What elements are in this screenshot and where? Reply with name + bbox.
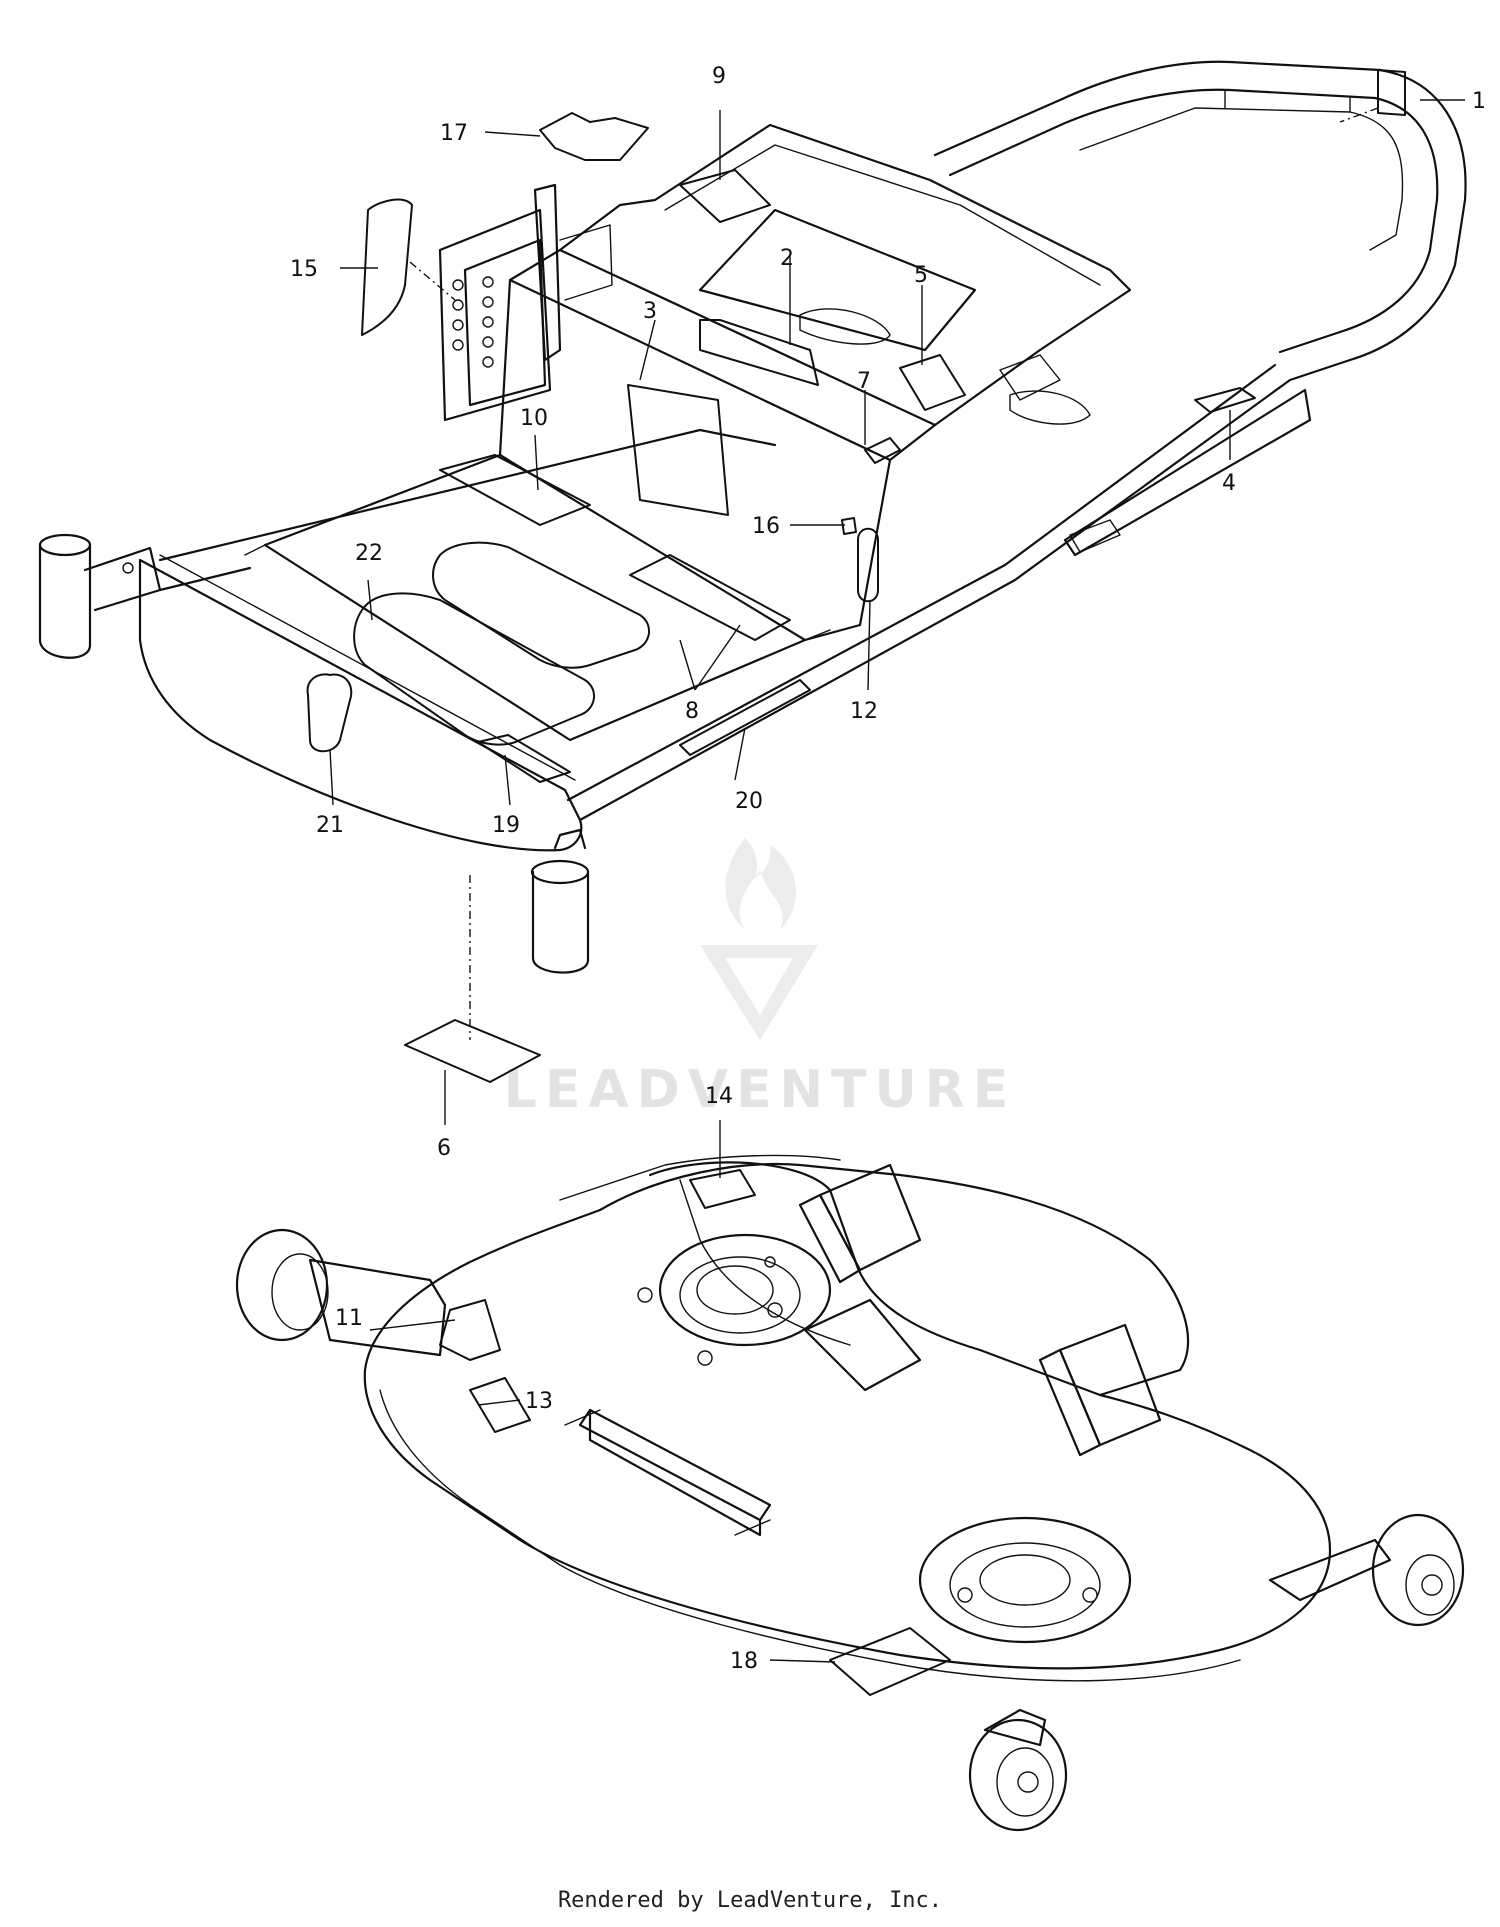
callout-8: 8 [685,699,699,724]
decal-11 [439,1299,501,1361]
decal-21 [306,673,353,753]
decal-20 [679,679,811,756]
frame-assembly [38,60,1467,974]
callout-10: 10 [520,406,548,431]
callout-11: 11 [335,1306,363,1331]
callout-1: 1 [1472,89,1486,114]
decal-12 [857,527,879,603]
callout-7: 7 [857,369,871,394]
decal-17 [539,112,649,161]
decal-3 [627,384,729,516]
decal-4 [1194,387,1256,413]
mower-deck [235,1154,1465,1832]
leader-lines [329,99,1465,1663]
callout-20: 20 [735,789,763,814]
decal-10 [439,454,591,526]
callout-2: 2 [780,246,794,271]
decal-8 [629,554,791,641]
callout-6: 6 [437,1136,451,1161]
decal-22b [432,541,650,669]
frame-decals [306,69,1406,1083]
decal-7 [864,437,901,464]
callout-13: 13 [525,1389,553,1414]
footer-credit: Rendered by LeadVenture, Inc. [557,1888,943,1913]
callout-5: 5 [914,263,928,288]
callout-19: 19 [492,813,520,838]
decal-22 [353,592,595,746]
callout-12: 12 [850,699,878,724]
decal-5 [899,354,966,411]
callout-21: 21 [316,813,344,838]
callout-labels: 1 2 3 4 5 6 7 8 9 10 11 12 13 14 15 16 1… [290,64,1486,1674]
callout-9: 9 [712,64,726,89]
callout-18: 18 [730,1649,758,1674]
decal-6 [404,1019,541,1083]
decal-1 [1377,69,1406,116]
callout-16: 16 [752,514,780,539]
decal-16 [841,517,857,535]
callout-22: 22 [355,541,383,566]
deck-decals [439,1169,951,1696]
decal-15 [361,198,413,336]
callout-14: 14 [705,1084,733,1109]
callout-3: 3 [643,299,657,324]
callout-15: 15 [290,257,318,282]
decal-13 [469,1377,531,1433]
decal-19 [477,734,571,783]
decal-2 [699,319,819,386]
leadventure-watermark: LEADVENTURE [504,838,1017,1120]
watermark-text: LEADVENTURE [504,1060,1017,1120]
decal-14 [689,1169,756,1209]
callout-17: 17 [440,121,468,146]
decal-9 [679,169,771,223]
decal-18 [829,1627,951,1696]
callout-4: 4 [1222,471,1236,496]
